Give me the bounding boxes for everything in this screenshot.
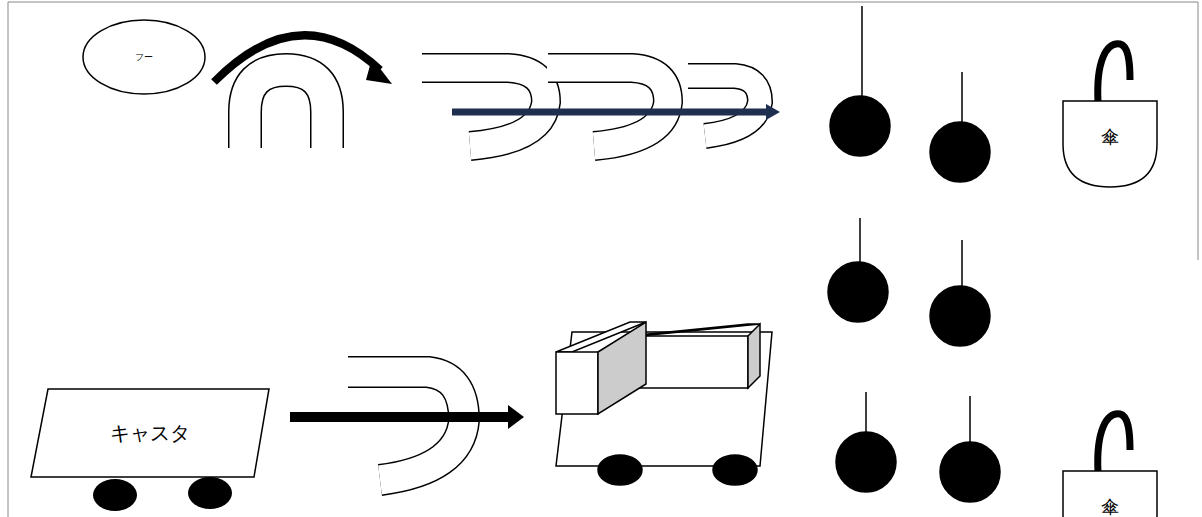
cart-wheel [93, 479, 137, 511]
ellipse-node: フー [82, 19, 206, 95]
umbrella-bowl: 傘 [1062, 470, 1158, 517]
node-label: 傘 [1101, 495, 1119, 517]
cart-wheel [188, 477, 232, 509]
long-arrow [452, 109, 768, 116]
umbrella-handle [1098, 414, 1130, 472]
hook-shape [347, 372, 464, 480]
cart-body: キャスタ [30, 388, 270, 478]
arrow-head [766, 104, 780, 120]
umbrella-handle [1098, 44, 1130, 102]
node-label: 傘 [1101, 125, 1119, 149]
arrow-head [508, 405, 524, 429]
hanging-balls [828, 6, 1000, 502]
arrow-head [366, 58, 392, 84]
arch-shape [245, 70, 327, 149]
arrow [290, 412, 510, 422]
frame [8, 2, 1198, 517]
node-label: キャスタ [110, 420, 190, 447]
hook-shapes [421, 68, 760, 146]
loaded-cart [556, 322, 772, 485]
umbrella-bowl: 傘 [1062, 100, 1158, 188]
node-label: フー [135, 51, 153, 64]
